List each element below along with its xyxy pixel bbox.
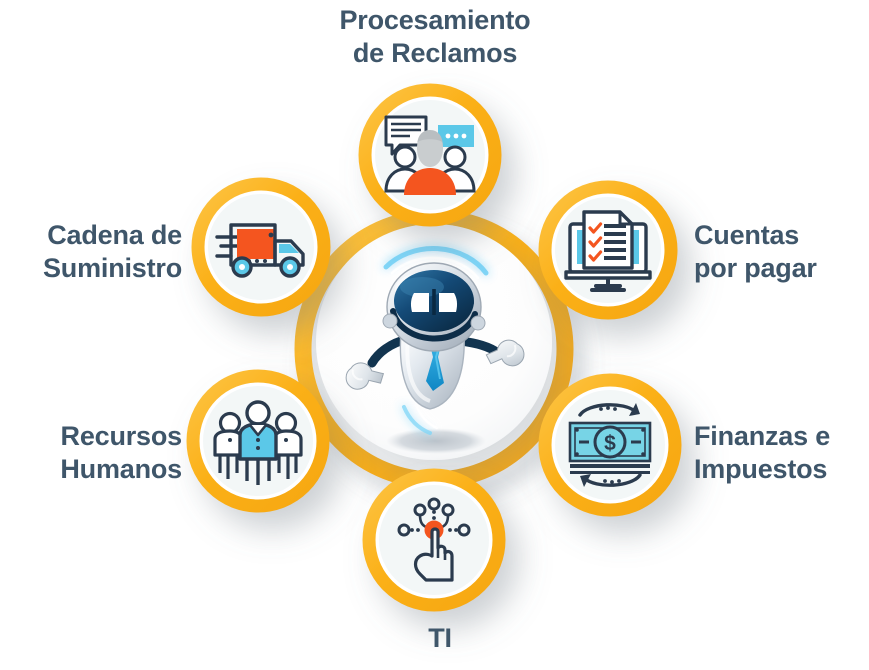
hand-press-button-icon: [397, 497, 471, 582]
node-claims[interactable]: [358, 83, 502, 227]
node-accounts-payable[interactable]: [538, 180, 678, 320]
robot-mascot-icon: [345, 246, 525, 454]
team-people-icon: [213, 400, 303, 485]
robot-head: [382, 262, 486, 352]
node-it[interactable]: [362, 468, 506, 612]
monitor-checklist-icon: [564, 210, 652, 292]
money-exchange-icon: $: [568, 403, 652, 487]
node-finance-tax[interactable]: $: [538, 373, 682, 517]
customer-support-chat-icon: [384, 115, 476, 195]
node-human-resources[interactable]: [186, 369, 330, 513]
robot-eye-right: [439, 293, 458, 312]
robot-eye-left: [410, 293, 429, 312]
delivery-truck-icon: [215, 223, 305, 278]
svg-text:$: $: [604, 432, 616, 455]
node-supply-chain[interactable]: [191, 177, 331, 317]
robot-floor-shadow: [386, 428, 486, 454]
